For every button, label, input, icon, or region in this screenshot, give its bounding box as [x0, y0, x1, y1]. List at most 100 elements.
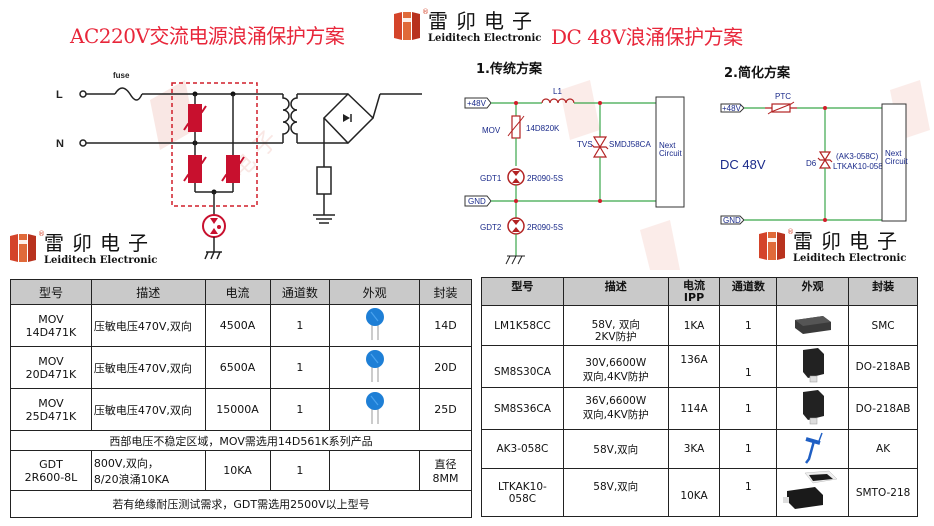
cell-current: 4500A — [204, 304, 271, 347]
tvs-label: TVS — [577, 140, 593, 149]
plus48v-port — [464, 97, 492, 109]
brand-name-en: Leiditech Electronic — [793, 253, 907, 264]
cell-package: AK — [848, 429, 918, 469]
watermark — [560, 80, 680, 270]
blue-disc-varistor-icon — [365, 308, 384, 340]
next-circuit-block — [655, 96, 685, 208]
fuse-symbol — [114, 87, 143, 101]
line-label: L — [56, 89, 63, 101]
cell-current: 114A — [667, 387, 721, 430]
gdt2-part: 2R090-5S — [527, 223, 563, 232]
cell-appearance — [776, 387, 850, 430]
cell-package: 14D — [419, 304, 472, 347]
cell-description: 58V,双向 — [562, 468, 669, 517]
mov-label: MOV — [482, 126, 501, 135]
table-note-row: 若有绝缘耐压测试需求，GDT需选用2500V以上型号 — [10, 490, 472, 518]
cell-appearance — [776, 345, 850, 388]
mov-part: 14D820K — [526, 124, 560, 133]
cell-appearance — [329, 450, 421, 491]
mov-symbol — [511, 115, 521, 139]
brand-name-en: Leiditech Electronic — [428, 33, 542, 44]
header-model: 型号 — [10, 279, 92, 305]
inductor-l1 — [541, 98, 575, 104]
cell-appearance — [329, 304, 421, 347]
next-circuit-label-1: Next — [659, 141, 676, 150]
header-package: 封装 — [419, 279, 472, 305]
gdt2-label: GDT2 — [480, 223, 502, 232]
header-package: 封装 — [848, 277, 918, 306]
inductor-label: L1 — [553, 87, 562, 96]
ac-surge-circuit-diagram: 电 子 L fuse N — [56, 71, 422, 260]
cell-channels: 1 — [719, 429, 778, 469]
cell-current: 10KA — [667, 468, 721, 517]
gnd-port — [464, 195, 492, 207]
table-header-row: 型号 描述 电流 通道数 外观 封装 — [10, 279, 472, 305]
header-current: 电流 — [204, 279, 271, 305]
cell-appearance — [776, 305, 850, 346]
brand-mark-icon — [10, 234, 36, 262]
plus48v-label: +48V — [722, 104, 742, 113]
gnd-label: GND — [723, 216, 741, 225]
next-circuit-label-2: Circuit — [885, 157, 908, 166]
dc-title: DC 48V浪涌保护方案 — [551, 25, 743, 49]
tvs-diode-d6-symbol — [817, 151, 833, 169]
cell-description: 压敏电压470V,双向 — [90, 304, 206, 347]
cell-package: DO-218AB — [848, 345, 918, 388]
cell-channels: 1 — [719, 345, 778, 388]
cell-description: 800V,双向，8/20浪涌10KA — [90, 450, 206, 491]
cell-appearance — [329, 346, 421, 389]
d6-alt-part: (AK3-058C) — [836, 152, 879, 161]
cell-current: 136A — [667, 345, 721, 388]
dc-traditional-circuit-diagram: +48V L1 MOV 14D820K GDT1 2R090-5S GND GD… — [464, 80, 685, 270]
cell-model: LTKAK10-058C — [481, 468, 564, 517]
cell-channels: 1 — [269, 346, 331, 389]
smc-package-icon — [794, 316, 831, 334]
brand-logo-left: ® 雷卯电子 Leiditech Electronic — [8, 230, 158, 268]
brand-mark-icon — [394, 12, 420, 40]
cell-channels: 1 — [269, 388, 331, 431]
cell-channels: 1 — [269, 304, 331, 347]
brand-logo-top: ® 雷卯电子 Leiditech Electronic — [392, 8, 542, 46]
cell-model: LM1K58CC — [481, 305, 564, 346]
tvs-diode-symbol — [591, 136, 609, 158]
traditional-scheme-title: 1.传统方案 — [476, 62, 542, 77]
do-218ab-package-icon — [802, 348, 824, 383]
cell-package: SMTO-218 — [848, 468, 918, 517]
gdt1-label: GDT1 — [480, 174, 502, 183]
smto-218-package-icon — [782, 470, 838, 509]
cell-appearance — [776, 468, 850, 517]
brand-logo-right: ® 雷卯电子 Leiditech Electronic — [757, 228, 907, 266]
neutral-label: N — [56, 138, 64, 150]
header-channels: 通道数 — [269, 279, 331, 305]
header-channels: 通道数 — [719, 277, 778, 306]
blue-disc-varistor-icon — [365, 350, 384, 382]
cell-current: 1KA — [667, 305, 721, 346]
simplified-scheme-title: 2.简化方案 — [724, 66, 790, 81]
next-circuit-label-1: Next — [885, 149, 902, 158]
cell-model: SM8S30CA — [481, 345, 564, 388]
brand-name-cn: 雷卯电子 — [428, 9, 540, 33]
ac-title: AC220V交流电源浪涌保护方案 — [70, 24, 345, 48]
brand-name-en: Leiditech Electronic — [44, 255, 158, 266]
gnd-label: GND — [468, 197, 486, 206]
watermark: 电 子 — [150, 80, 284, 184]
cell-model: AK3-058C — [481, 429, 564, 469]
earth-ground-icon — [505, 255, 525, 265]
protection-zone-box — [171, 82, 258, 207]
neutral-terminal — [79, 139, 87, 147]
header-description: 描述 — [90, 279, 206, 305]
gnd-port — [720, 215, 745, 225]
table-row: AK3-058C 58V,双向 3KA 1 AK — [481, 429, 918, 469]
